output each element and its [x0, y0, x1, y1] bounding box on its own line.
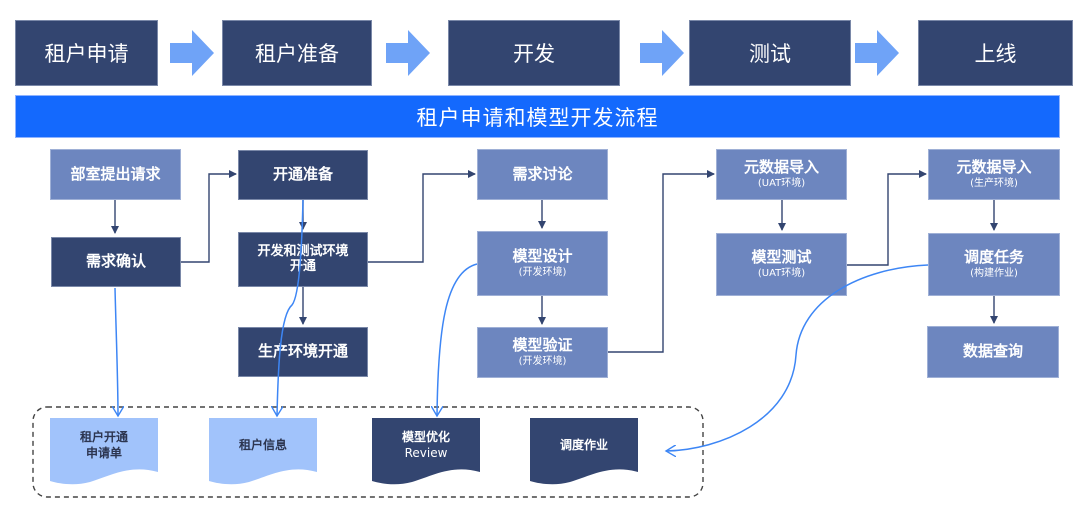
node-requirement-discussion: 需求讨论	[477, 149, 608, 200]
node-metadata-import-uat: 元数据导入 (UAT环境)	[716, 149, 847, 200]
doc-scheduling-job: 调度作业	[530, 418, 638, 488]
doc-label: 调度作业	[559, 437, 608, 452]
node-metadata-import-prod: 元数据导入 (生产环境)	[928, 149, 1060, 200]
phase-launch: 上线	[918, 20, 1073, 86]
node-label: 模型设计	[512, 247, 573, 266]
node-model-test: 模型测试 (UAT环境)	[716, 233, 847, 296]
node-prod-env: 生产环境开通	[238, 327, 368, 377]
node-label: 数据查询	[962, 342, 1023, 361]
node-schedule-task: 调度任务 (构建作业)	[928, 233, 1060, 296]
doc-label: 模型优化	[401, 429, 450, 444]
node-sublabel: (生产环境)	[970, 178, 1018, 190]
node-requirement-confirm: 需求确认	[51, 237, 181, 287]
phase-test: 测试	[689, 20, 851, 86]
doc-label: 租户开通	[79, 429, 128, 444]
node-label: 需求确认	[85, 252, 146, 271]
phase-develop: 开发	[448, 20, 620, 86]
node-model-design: 模型设计 (开发环境)	[477, 231, 608, 296]
node-dept-request: 部室提出请求	[50, 149, 181, 200]
node-label: 开通准备	[272, 165, 333, 184]
node-model-verify: 模型验证 (开发环境)	[477, 327, 608, 378]
node-sublabel: (开发环境)	[518, 267, 567, 279]
phase-label: 上线	[974, 42, 1017, 66]
node-open-prep: 开通准备	[238, 150, 368, 200]
phase-tenant-apply: 租户申请	[15, 20, 158, 86]
node-label: 元数据导入	[956, 158, 1032, 177]
phase-tenant-prep: 租户准备	[222, 20, 372, 86]
phase-label: 租户准备	[255, 42, 339, 66]
node-label: 模型测试	[751, 248, 812, 267]
process-title-banner: 租户申请和模型开发流程	[15, 95, 1060, 138]
connector-arrow	[368, 170, 476, 263]
node-label-line2: 开通	[289, 258, 316, 274]
node-label: 需求讨论	[512, 164, 573, 183]
arrow-right-icon	[640, 30, 684, 76]
node-sublabel: (UAT环境)	[757, 268, 806, 280]
doc-model-optimization-review: 模型优化 Review	[372, 418, 480, 488]
phase-label: 测试	[749, 42, 791, 66]
phase-label: 开发	[513, 42, 555, 66]
doc-label-line2: Review	[404, 446, 448, 460]
node-label: 开发和测试环境	[257, 243, 349, 259]
arrow-right-icon	[386, 30, 430, 76]
node-data-query: 数据查询	[927, 326, 1059, 378]
arrow-right-icon	[170, 30, 214, 76]
link-to-model-review	[437, 263, 478, 416]
doc-label: 租户信息	[238, 437, 287, 452]
node-sublabel: (UAT环境)	[757, 178, 806, 190]
node-label: 元数据导入	[743, 158, 819, 177]
doc-tenant-application-form: 租户开通 申请单	[50, 418, 158, 488]
node-sublabel: (开发环境)	[518, 356, 567, 368]
connector-arrow	[847, 170, 927, 266]
node-label: 生产环境开通	[257, 342, 348, 361]
link-to-application-form	[115, 287, 118, 416]
node-sublabel: (构建作业)	[970, 268, 1018, 280]
node-label: 模型验证	[512, 336, 573, 355]
phase-label: 租户申请	[44, 42, 129, 66]
node-dev-test-env: 开发和测试环境 开通	[238, 232, 368, 287]
doc-tenant-info: 租户信息	[209, 418, 317, 488]
node-label: 调度任务	[963, 248, 1024, 267]
doc-label-line2: 申请单	[85, 446, 122, 460]
connector-arrow	[181, 170, 237, 263]
arrow-right-icon	[855, 30, 899, 76]
node-label: 部室提出请求	[70, 164, 161, 183]
banner-title: 租户申请和模型开发流程	[416, 105, 659, 130]
connector-arrow	[608, 170, 715, 353]
